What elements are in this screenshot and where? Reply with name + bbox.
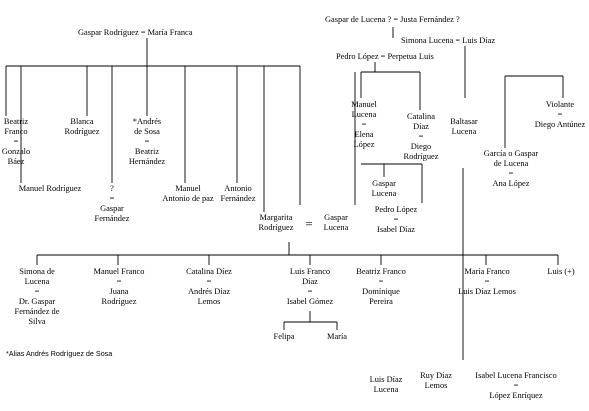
person-andres-de-sosa: *Andrés de Sosa = Beatriz Hernández [128,117,166,166]
person-luis-dagger: Luis (+) [547,267,575,276]
person-felipa: Felipa [273,332,295,341]
person-gaspar-lucena-child: Gaspar Lucena [371,179,397,198]
person-isabel-lucena-lopez: Isabel Lucena Francisco = López Enríquez [475,371,557,400]
person-luis-diaz-lucena: Luis Díaz Lucena [369,375,403,394]
couple-pedro-lopez-perpetua-luis: Pedro López = Perpetua Luis [336,52,434,61]
person-unknown-gaspar-fernandez: ? = Gaspar Fernández [94,184,130,223]
couple-simona-lucena-luis-diaz: Simona Lucena = Luis Díaz [401,36,496,45]
person-violante: Violante = Diego Antúnez [534,100,586,129]
footnote: *Alias Andrés Rodríguez de Sosa [6,349,113,358]
person-pedro-lopez-isabel-diaz: Pedro López = Isabel Díaz [374,205,418,234]
person-beatriz-franco: Beatriz Franco = Gonzalo Báez [1,117,31,166]
person-maria-franco: María Franco = Luis Díaz Lemos [458,267,516,296]
person-margarita-rodriguez: Margarita Rodríguez [258,213,294,232]
lucena-branch-lines [354,27,564,360]
person-beatriz-franco-2: Beatriz Franco = Domínique Pereira [356,267,406,306]
rodriguez-branch-lines [5,38,301,212]
person-blanca-rodriguez: Blanca Rodríguez [64,117,100,136]
person-manuel-franco: Manuel Franco = Juana Rodríguez [93,267,145,306]
children-lines [36,242,559,330]
person-garcia-gaspar-lucena: García o Gaspar de Lucena = Ana López [483,149,539,188]
person-manuel-antonio-de-paz: Manuel Antonio de paz [162,184,214,203]
person-antonio-fernandez: Antonio Fernández [220,184,256,203]
person-baltasar-lucena: Baltasar Lucena [450,117,478,136]
person-maria: María [327,332,347,341]
couple-gaspar-rodriguez-maria-franca: Gaspar Rodríguez = María Franca [78,28,193,37]
person-ruy-diaz-lemos: Ruy Díaz Lemos [420,371,452,390]
person-catalina-diez: Catalina Díez = Andrés Díaz Lemos [186,267,232,306]
marriage-equals: = [305,216,313,231]
person-manuel-lucena: Manuel Lucena = Elena López [351,100,377,149]
person-catalina-diaz: Catalina Díaz = Diego Rodríguez [403,112,439,161]
person-manuel-rodriguez: Manuel Rodríguez [18,184,82,193]
person-gaspar-lucena: Gaspar Lucena [323,213,349,232]
couple-gaspar-lucena-justa-fernandez: Gaspar de Lucena ? = Justa Fernández ? [325,15,460,24]
person-luis-franco-diaz: Luis Franco Díaz = Isabel Gómez [286,267,334,306]
person-simona-de-lucena: Simona de Lucena = Dr. Gaspar Fernández … [14,267,60,326]
